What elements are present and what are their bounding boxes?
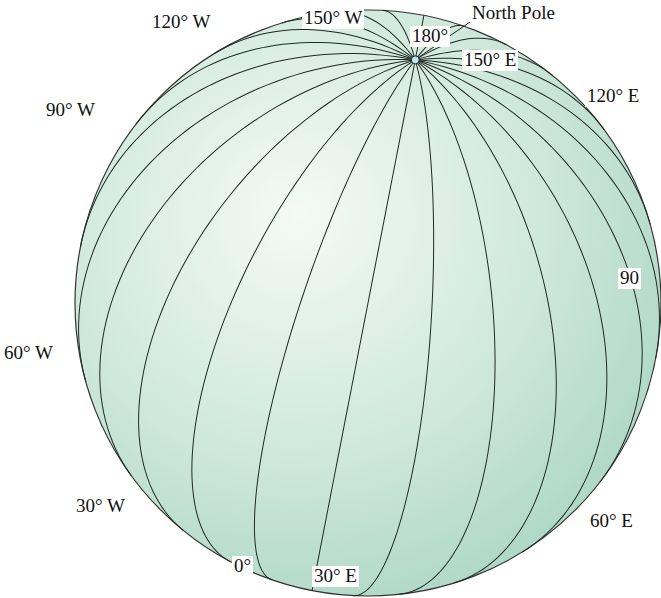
longitude-label: 30° W [74,496,127,517]
meridian-line [327,60,661,563]
meridians [24,0,661,598]
globe-disc [75,10,661,596]
pole-marker [411,56,419,64]
meridian-line [238,45,415,587]
longitude-label: 30° E [312,566,359,587]
longitude-label: 0° [232,556,253,577]
meridian-line [368,60,661,359]
meridian-line [171,32,415,578]
longitude-label: 180° [410,26,450,47]
meridian-line [312,60,415,591]
meridian-line [393,57,661,224]
meridian-line [136,7,416,174]
meridian-line [115,20,415,556]
longitude-label: 90° W [44,100,97,121]
longitude-label: 150° W [302,8,364,29]
pole-label: North Pole [470,3,557,24]
longitude-label: 120° E [585,86,641,107]
longitude-label: 150° E [462,50,518,71]
meridian-line [343,60,661,486]
longitude-label: 60° E [588,511,635,532]
longitude-label: 60° W [2,343,55,364]
meridian-line [78,11,415,514]
meridian-line [319,60,619,596]
meridian-line [409,48,613,130]
meridian-line [315,60,559,598]
longitude-label: 120° W [150,12,212,33]
meridian-line [313,60,490,598]
meridian-line [80,4,415,303]
longitude-label: 90 [618,268,641,289]
